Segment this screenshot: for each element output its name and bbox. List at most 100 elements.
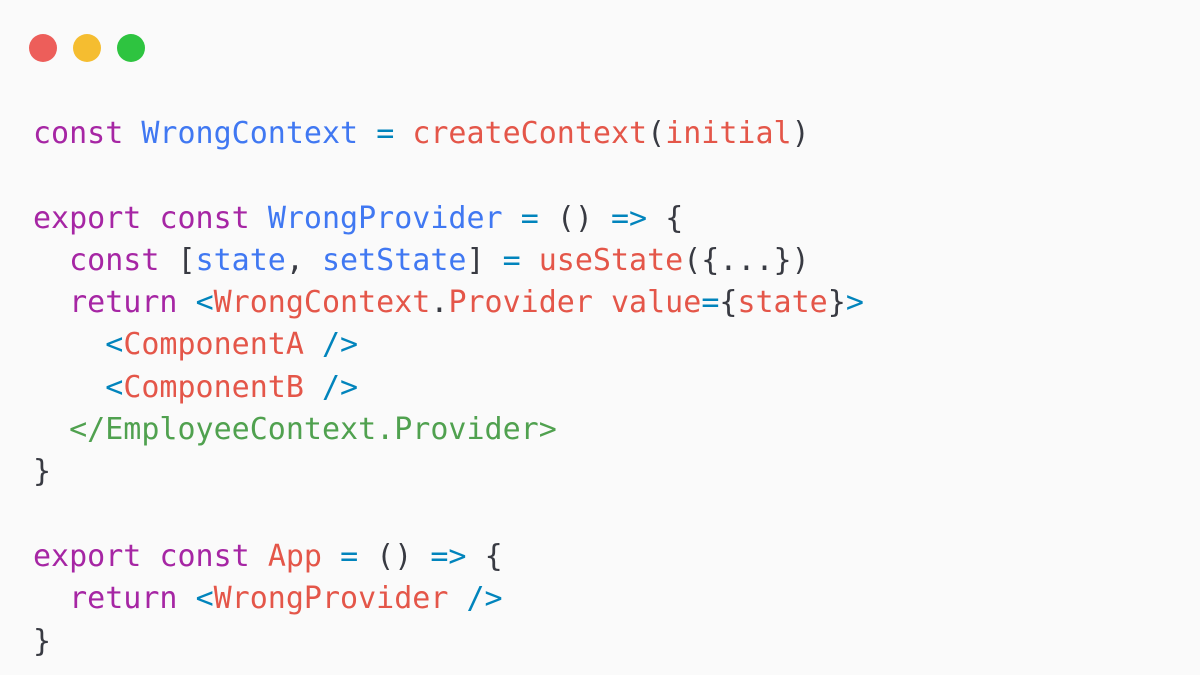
code-line: } [33, 621, 864, 663]
code-token: { [484, 538, 503, 574]
code-line [33, 155, 864, 197]
code-token: < [105, 369, 124, 405]
maximize-button[interactable] [117, 34, 145, 62]
code-token: WrongContext [213, 285, 431, 321]
code-token [358, 539, 376, 574]
code-token: WrongProvider [267, 200, 503, 236]
code-line: const WrongContext = createContext(initi… [33, 113, 864, 155]
code-line: } [33, 451, 864, 493]
code-token [250, 539, 268, 574]
code-token: = [520, 200, 539, 236]
code-token: value [611, 285, 702, 321]
code-line: return <WrongProvider /> [33, 578, 864, 620]
code-token: > [845, 285, 864, 321]
code-token: . [430, 285, 449, 321]
code-token [141, 201, 159, 236]
code-token [33, 370, 105, 405]
code-token: App [267, 538, 322, 574]
code-token: ] [466, 242, 485, 278]
code-token [33, 285, 69, 320]
code-token: export [33, 200, 142, 236]
code-token [412, 539, 430, 574]
code-token: useState [538, 242, 684, 278]
code-token [593, 285, 611, 320]
code-token [178, 581, 196, 616]
code-line: </EmployeeContext.Provider> [33, 409, 864, 451]
code-token: < [105, 327, 124, 363]
code-token [394, 116, 412, 151]
code-token: () [376, 538, 413, 574]
code-token: = [701, 285, 720, 321]
code-token: ( [647, 116, 666, 151]
code-token: Provider [448, 285, 593, 321]
code-token: WrongProvider [213, 581, 449, 617]
code-token [123, 116, 141, 151]
code-token [159, 243, 177, 278]
code-token: } [827, 285, 846, 321]
code-line: export const WrongProvider = () => { [33, 198, 864, 240]
code-token: initial [665, 116, 792, 151]
code-token: export [33, 538, 142, 574]
window-controls [29, 34, 145, 62]
code-token [250, 201, 268, 236]
code-token [539, 201, 557, 236]
code-token: = [376, 116, 395, 151]
code-line: return <WrongContext.Provider value={sta… [33, 282, 864, 324]
code-token [178, 285, 196, 320]
code-token [33, 412, 69, 447]
code-token [521, 243, 539, 278]
code-token: = [340, 538, 359, 574]
code-token: const [159, 538, 250, 574]
code-token [322, 539, 340, 574]
code-token: } [33, 454, 52, 490]
close-button[interactable] [29, 34, 57, 62]
code-token [593, 201, 611, 236]
code-token: state [195, 242, 286, 278]
code-block: const WrongContext = createContext(initi… [33, 113, 864, 663]
code-token: return [69, 581, 178, 617]
code-token [304, 327, 322, 362]
code-token: state [737, 285, 828, 321]
code-token: => [611, 200, 648, 236]
code-token: ComponentB [123, 369, 304, 405]
code-token: [ [177, 242, 196, 278]
code-token: const [69, 242, 160, 278]
code-token [33, 581, 69, 616]
code-token [33, 243, 69, 278]
code-token: } [33, 623, 52, 659]
code-token: setState [322, 242, 467, 278]
code-token: const [33, 116, 124, 151]
code-line: <ComponentA /> [33, 324, 864, 366]
code-token [358, 116, 376, 151]
code-token: < [195, 581, 214, 617]
code-token [304, 370, 322, 405]
minimize-button[interactable] [73, 34, 101, 62]
code-token: { [665, 200, 684, 236]
code-token: => [430, 538, 467, 574]
code-token [33, 327, 105, 362]
code-token: /> [322, 369, 359, 405]
code-token [141, 539, 159, 574]
code-token: /> [322, 327, 359, 363]
code-token [647, 201, 665, 236]
code-token: return [69, 285, 178, 321]
code-token: { [719, 285, 738, 321]
code-token: </EmployeeContext.Provider> [69, 412, 557, 448]
code-token: const [159, 200, 250, 236]
code-token: WrongContext [141, 116, 359, 151]
code-token: ({...}) [683, 242, 810, 278]
code-token: = [502, 242, 521, 278]
code-token [448, 581, 466, 616]
code-token: () [556, 200, 593, 236]
code-token: /> [466, 581, 503, 617]
code-token [467, 539, 485, 574]
code-line: <ComponentB /> [33, 367, 864, 409]
code-token [503, 201, 521, 236]
code-token: < [195, 285, 214, 321]
code-token: ) [791, 116, 810, 151]
code-token: ComponentA [123, 327, 304, 363]
code-line: const [state, setState] = useState({...}… [33, 240, 864, 282]
code-line: export const App = () => { [33, 536, 864, 578]
code-token [485, 243, 503, 278]
